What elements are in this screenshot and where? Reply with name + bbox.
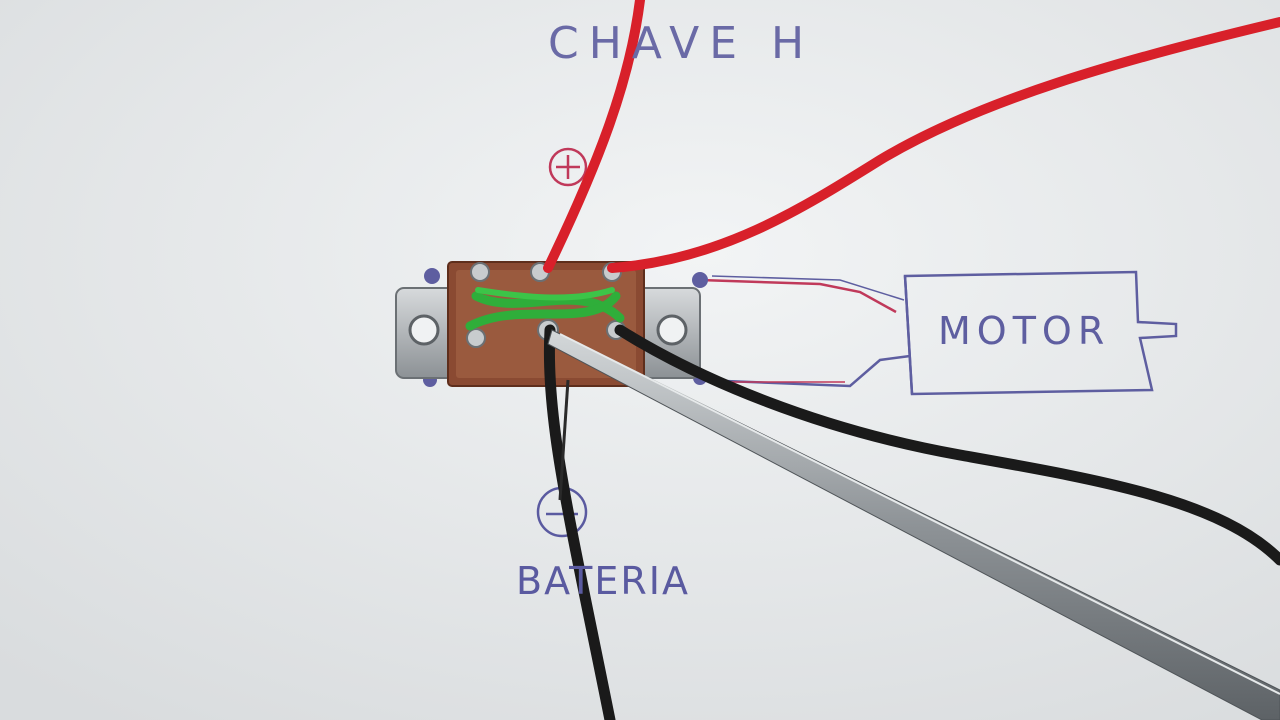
red-wire-right [607,17,1280,273]
plus-symbol-icon [548,147,588,187]
drawn-wire-top-blue [711,275,905,301]
black-wire-right [614,324,1280,566]
drawn-wire-top [699,278,897,314]
motor-label: MOTOR [938,309,1111,353]
black-wire-bottom [543,324,616,720]
terminal-dot [692,272,708,288]
battery-label: BATERIA [516,559,690,603]
drawn-wire-bottom [699,354,911,388]
metal-tool-rod [547,329,1280,720]
green-jumper-wires [465,287,625,331]
motor-box-drawing [903,270,1178,396]
black-wire-bottom-thin [558,379,570,501]
title-handwriting: CHAVE H [548,18,815,69]
red-wire-top [543,0,645,273]
terminal-dot [424,268,440,284]
